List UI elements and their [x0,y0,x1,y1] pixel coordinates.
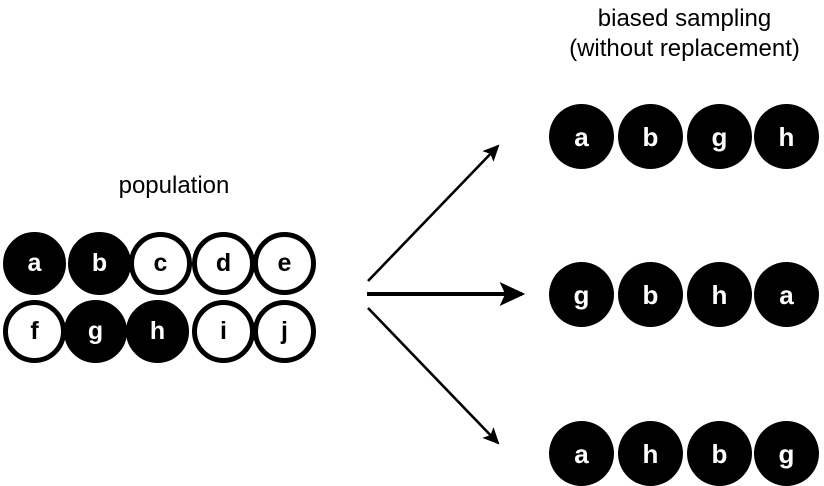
sample-1-circle-1: a [549,104,614,169]
population-circle-c: c [129,232,192,295]
population-circle-d: d [192,232,255,295]
sample-3-circle-3: b [687,421,752,486]
population-circle-b: b [68,232,131,295]
sample-2-circle-2: b [618,262,683,327]
sample-2-circle-1: g [549,262,614,327]
sample-1-circle-4: h [754,104,819,169]
population-circle-i: i [192,300,255,363]
sample-1-circle-2: b [618,104,683,169]
title-line-1: biased sampling [597,5,772,32]
title-line-2: (without replacement) [569,35,800,62]
sample-3-circle-4: g [754,421,819,486]
biased-sampling-title: biased sampling (without replacement) [545,4,824,64]
population-circle-a: a [3,232,66,295]
sample-1-circle-3: g [687,104,752,169]
sample-3-circle-1: a [549,421,614,486]
arrow-to-sample-1 [367,144,500,282]
sample-3-circle-2: h [618,421,683,486]
population-circle-g: g [64,300,127,363]
population-circle-e: e [253,232,316,295]
population-label: population [118,172,230,199]
sample-2-circle-3: h [687,262,752,327]
population-circle-j: j [253,300,316,363]
population-circle-h: h [126,300,189,363]
population-circle-f: f [3,300,66,363]
sample-2-circle-4: a [754,262,819,327]
arrow-to-sample-3 [367,307,500,445]
